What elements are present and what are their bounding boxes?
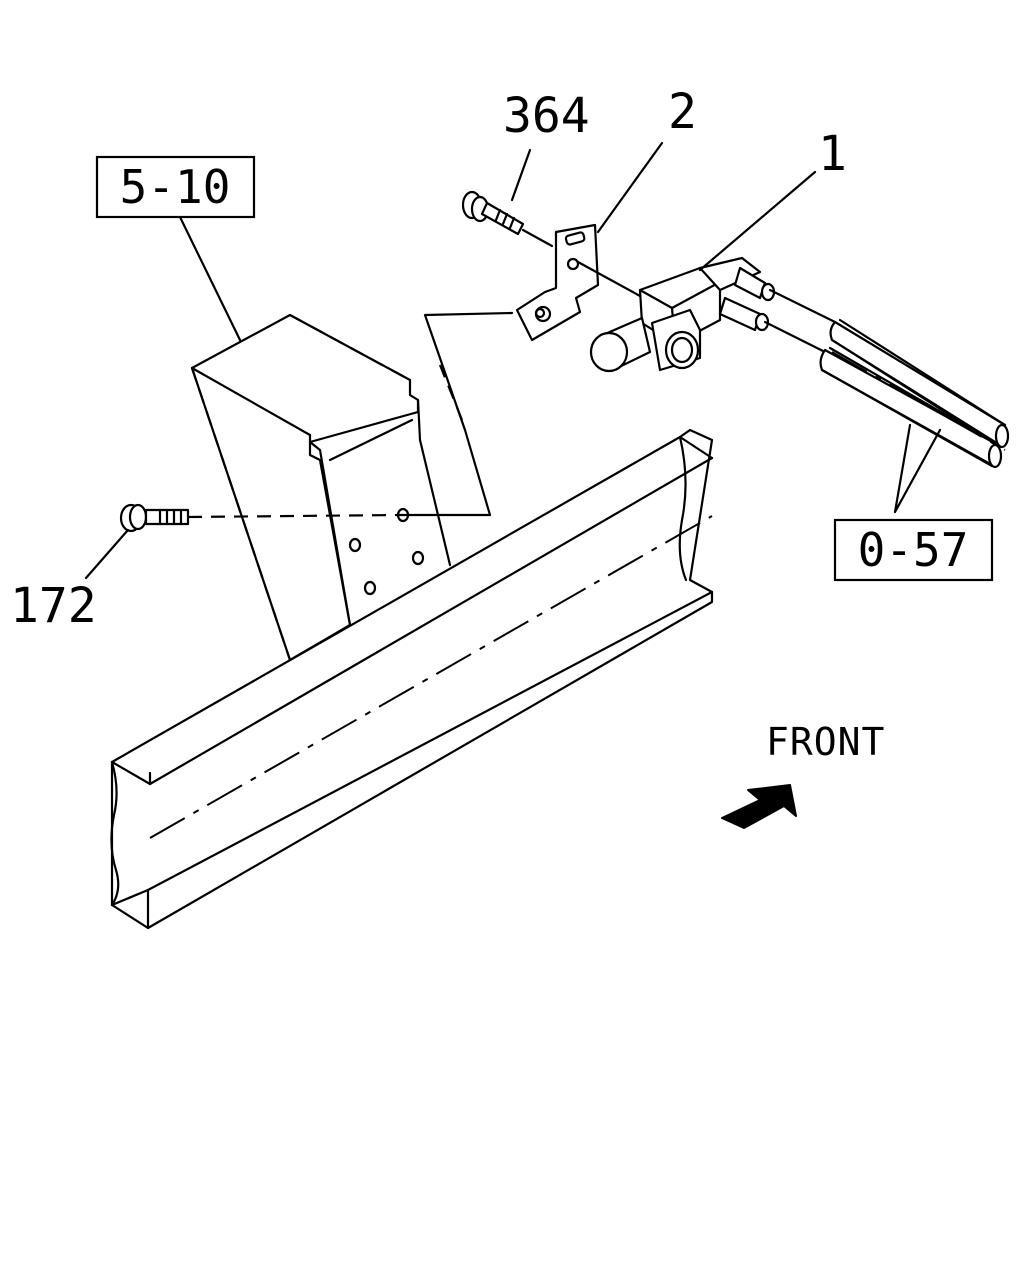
solenoid-valve bbox=[589, 256, 776, 373]
callout-172: 172 bbox=[10, 578, 97, 634]
callout-172-leader bbox=[84, 528, 130, 580]
callout-1: 1 bbox=[818, 126, 847, 182]
reference-box-5-10: 5-10 bbox=[95, 155, 256, 219]
bolt-172-leader bbox=[187, 513, 401, 519]
callout-2-leader bbox=[596, 141, 664, 234]
callout-2: 2 bbox=[668, 84, 697, 140]
callout-364: 364 bbox=[503, 88, 590, 144]
reference-5-10-leader bbox=[178, 215, 242, 342]
bracket bbox=[515, 223, 600, 342]
arrow-up-right-icon bbox=[721, 784, 797, 829]
frame-rail bbox=[110, 428, 714, 930]
callout-364-leader bbox=[510, 148, 532, 202]
bolt-364 bbox=[461, 190, 525, 236]
callout-0-57-leader bbox=[893, 423, 942, 514]
reference-5-10-label: 5-10 bbox=[120, 160, 231, 214]
hoses bbox=[763, 288, 1010, 469]
front-label: FRONT bbox=[766, 720, 885, 764]
reference-0-57-label: 0-57 bbox=[858, 523, 969, 577]
bolt-172 bbox=[119, 503, 190, 533]
reference-box-0-57: 0-57 bbox=[833, 518, 994, 582]
callout-1-leader bbox=[698, 170, 817, 272]
mount-line bbox=[398, 311, 514, 517]
crossmember bbox=[190, 313, 452, 662]
